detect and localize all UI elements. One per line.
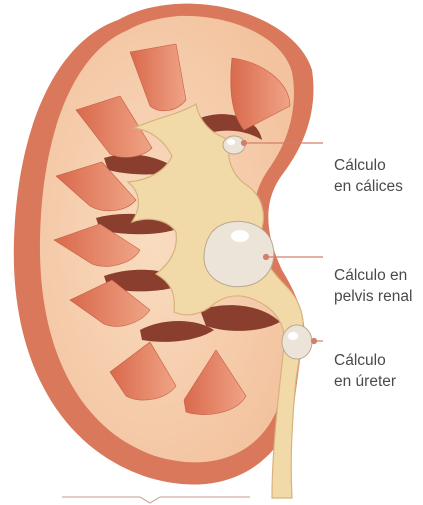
label-ureter-line1: Cálculo: [334, 350, 396, 371]
label-calices-line1: Cálculo: [334, 155, 403, 176]
renal-vessels: [62, 497, 250, 503]
label-pelvis-line1: Cálculo en: [334, 265, 412, 286]
label-pelvis-line2: pelvis renal: [334, 286, 412, 307]
stone-pelvis: [204, 221, 274, 286]
label-calculo-en-ureter: Cálculo en úreter: [334, 350, 396, 392]
label-ureter-line2: en úreter: [334, 371, 396, 392]
label-calices-line2: en cálices: [334, 176, 403, 197]
stone-ureter: [282, 325, 312, 359]
label-calculo-en-pelvis-renal: Cálculo en pelvis renal: [334, 265, 412, 307]
label-calculo-en-calices: Cálculo en cálices: [334, 155, 403, 197]
